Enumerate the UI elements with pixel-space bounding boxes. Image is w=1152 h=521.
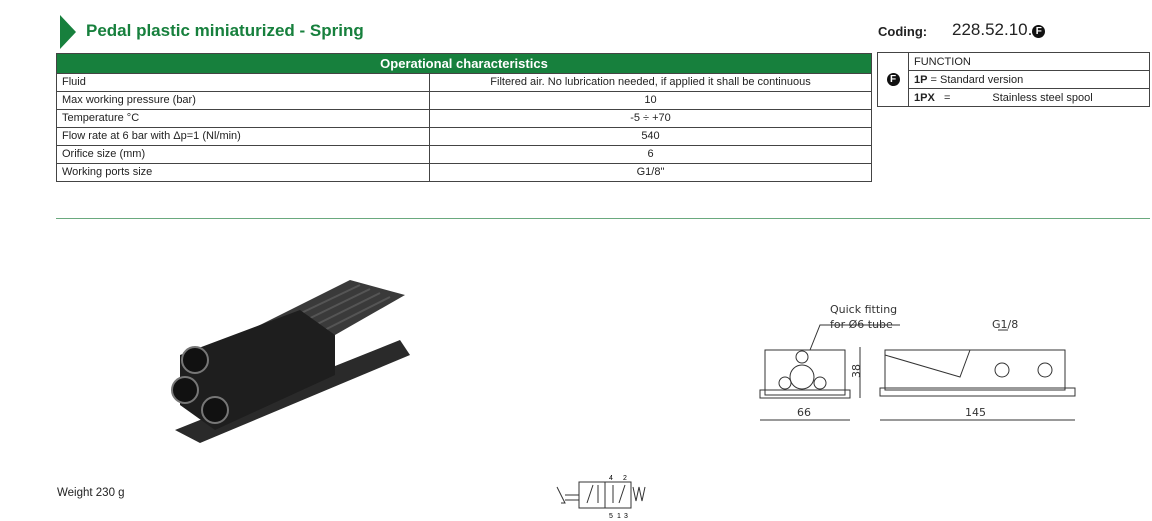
table-row: Temperature °C-5 ÷ +70 bbox=[56, 109, 872, 128]
option-eq: = bbox=[930, 73, 937, 86]
row-label: Max working pressure (bar) bbox=[56, 91, 430, 110]
function-option: 1PX = Stainless steel spool bbox=[878, 88, 1150, 107]
option-code: 1P bbox=[914, 73, 928, 86]
table-row: Flow rate at 6 bar with Δp=1 (Nl/min)540 bbox=[56, 127, 872, 146]
port-4: 4 bbox=[609, 475, 613, 482]
option-eq: = bbox=[943, 91, 951, 104]
coding-number: 228.52.10. bbox=[952, 20, 1033, 39]
option-code: 1PX bbox=[914, 91, 935, 104]
row-value: 6 bbox=[429, 145, 872, 164]
weight-label: Weight 230 g bbox=[57, 487, 125, 499]
height-dimension: 38 bbox=[850, 364, 863, 378]
note-line-1: Quick fitting bbox=[830, 303, 897, 316]
note-line-2: for Ø6 tube bbox=[830, 318, 893, 331]
option-desc: Stainless steel spool bbox=[992, 91, 1093, 104]
title-arrow-icon bbox=[60, 15, 76, 49]
product-photo bbox=[171, 280, 410, 443]
port-5: 5 bbox=[609, 513, 613, 520]
port-dimension: G1/8 bbox=[992, 318, 1018, 331]
function-marker-icon: F bbox=[1032, 25, 1046, 38]
row-label: Fluid bbox=[56, 73, 430, 92]
row-label: Temperature °C bbox=[56, 109, 430, 128]
function-heading: FUNCTION bbox=[908, 52, 1150, 71]
port-1: 1 bbox=[617, 513, 621, 520]
option-desc: Standard version bbox=[940, 73, 1024, 86]
port-2: 2 bbox=[623, 475, 627, 482]
table-heading: Operational characteristics bbox=[56, 53, 872, 74]
coding-label: Coding: bbox=[878, 24, 928, 39]
width-dimension: 66 bbox=[797, 406, 811, 419]
valve-symbol: 4 2 5 1 3 bbox=[556, 475, 646, 520]
row-label: Working ports size bbox=[56, 163, 430, 182]
function-option: 1P = Standard version bbox=[878, 70, 1150, 89]
row-value: G1/8" bbox=[429, 163, 872, 182]
row-value: 10 bbox=[429, 91, 872, 110]
row-value: Filtered air. No lubrication needed, if … bbox=[429, 73, 872, 92]
coding-value: 228.52.10.F bbox=[952, 20, 1046, 40]
row-label: Flow rate at 6 bar with Δp=1 (Nl/min) bbox=[56, 127, 430, 146]
row-value: -5 ÷ +70 bbox=[429, 109, 872, 128]
row-value: 540 bbox=[429, 127, 872, 146]
dimension-drawing: Quick fitting for Ø6 tube G1/8 38 66 145 bbox=[759, 303, 1076, 421]
table-row: Max working pressure (bar)10 bbox=[56, 91, 872, 110]
page-title: Pedal plastic miniaturized - Spring bbox=[86, 21, 364, 40]
row-label: Orifice size (mm) bbox=[56, 145, 430, 164]
section-divider bbox=[56, 218, 1150, 219]
port-3: 3 bbox=[624, 513, 628, 520]
table-row: Orifice size (mm)6 bbox=[56, 145, 872, 164]
length-dimension: 145 bbox=[965, 406, 986, 419]
function-marker-icon: F bbox=[886, 73, 900, 86]
